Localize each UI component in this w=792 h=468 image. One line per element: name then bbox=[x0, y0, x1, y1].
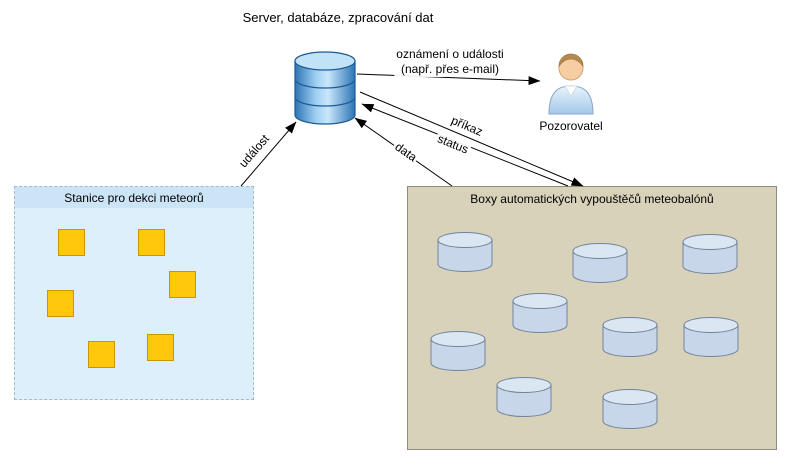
balloon-launcher bbox=[436, 231, 494, 273]
database-icon bbox=[294, 51, 356, 125]
server-title: Server, databáze, zpracování dat bbox=[242, 10, 434, 25]
meteor-station bbox=[58, 229, 85, 256]
balloon-launcher bbox=[511, 292, 569, 334]
notification-line1: oznámení o události bbox=[396, 47, 504, 61]
meteor-station bbox=[88, 341, 115, 368]
observer-label: Pozorovatel bbox=[539, 119, 603, 133]
balloon-launcher bbox=[429, 330, 487, 372]
meteor-station bbox=[147, 334, 174, 361]
meteor-station bbox=[47, 290, 74, 317]
meteor-station bbox=[169, 271, 196, 298]
data-arrow-label: data bbox=[390, 138, 422, 166]
balloon-launchers-box: Boxy automatických vypouštěčů meteobalón… bbox=[407, 186, 777, 450]
command-arrow-label: příkaz bbox=[447, 112, 487, 140]
balloon-launcher bbox=[601, 316, 659, 358]
event-arrow-label: událost bbox=[234, 130, 274, 172]
balloon-launcher bbox=[495, 376, 553, 418]
meteor-station bbox=[138, 229, 165, 256]
balloon-launcher bbox=[571, 242, 629, 284]
meteor-stations-box: Stanice pro dekci meteorů bbox=[14, 186, 254, 400]
balloon-launcher bbox=[601, 388, 659, 430]
balloon-box-title: Boxy automatických vypouštěčů meteobalón… bbox=[470, 192, 714, 206]
observer-person-icon bbox=[548, 53, 594, 115]
status-arrow-label: status bbox=[433, 130, 473, 158]
notification-label: oznámení o události (např. přes e-mail) bbox=[394, 47, 506, 77]
balloon-launcher bbox=[681, 233, 739, 275]
meteor-box-title: Stanice pro dekci meteorů bbox=[15, 187, 253, 208]
balloon-launcher bbox=[682, 316, 740, 358]
notification-line2: (např. přes e-mail) bbox=[400, 62, 500, 76]
